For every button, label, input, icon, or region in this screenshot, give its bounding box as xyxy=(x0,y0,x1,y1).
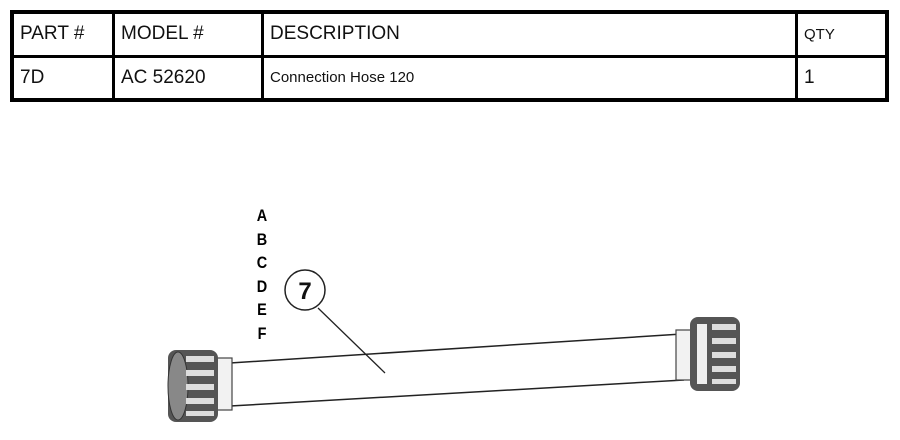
cell-model: AC 52620 xyxy=(112,54,264,102)
variant-d: D xyxy=(256,276,268,296)
cell-description: Connection Hose 120 xyxy=(261,54,798,102)
variant-c: C xyxy=(256,253,268,272)
header-part: PART # xyxy=(10,10,115,58)
variant-a: A xyxy=(256,206,268,225)
callout-leader-line xyxy=(317,307,386,374)
callout-circle xyxy=(284,269,326,311)
cell-part: 7D xyxy=(10,54,115,102)
parts-table: PART # MODEL # DESCRIPTION QTY 7D AC 526… xyxy=(10,10,889,102)
hose-tube xyxy=(229,333,685,407)
header-description: DESCRIPTION xyxy=(261,10,798,58)
header-model: MODEL # xyxy=(112,10,264,58)
table-row: 7D AC 52620 Connection Hose 120 1 xyxy=(10,54,889,102)
left-coupling-nut xyxy=(167,350,218,422)
variant-b: B xyxy=(256,229,268,249)
variant-letters: A B C D E F xyxy=(254,204,270,345)
header-qty: QTY xyxy=(795,10,889,58)
variant-f: F xyxy=(257,323,267,343)
variant-e: E xyxy=(257,300,267,319)
callout-number: 7 xyxy=(298,278,311,305)
table-header-row: PART # MODEL # DESCRIPTION QTY xyxy=(10,10,889,58)
cell-qty: 1 xyxy=(795,54,889,102)
right-coupling-nut xyxy=(690,317,740,391)
